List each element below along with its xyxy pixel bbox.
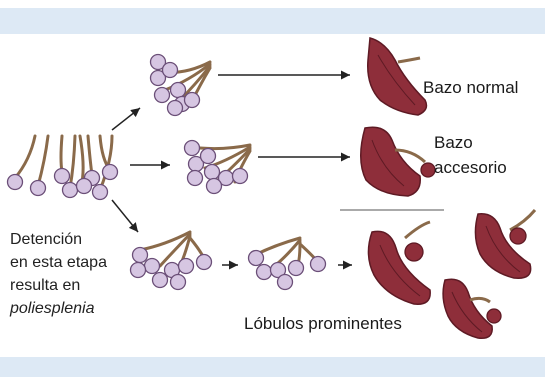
polysplenia-caption: Detención en esta etapa resulta en polie… — [10, 228, 107, 320]
label-accessory-line2: accesorio — [434, 158, 507, 178]
arrow-down — [112, 200, 138, 232]
arrow-up — [112, 108, 140, 130]
normal-spleen-icon — [368, 38, 427, 115]
bottom-bud-cluster-1-icon — [131, 232, 212, 290]
caption-line-3: resulta en — [10, 274, 107, 297]
label-prominent-lobules: Lóbulos prominentes — [244, 314, 402, 334]
label-accessory-line1: Bazo — [434, 133, 473, 153]
caption-line-2: en esta etapa — [10, 251, 107, 274]
top-bud-cluster-icon — [151, 55, 211, 116]
lobulated-spleen-3-icon — [443, 279, 501, 338]
lobulated-spleen-1-icon — [368, 222, 430, 304]
lobulated-spleen-2-icon — [475, 210, 535, 278]
label-normal-spleen: Bazo normal — [423, 78, 518, 98]
caption-line-1: Detención — [10, 228, 107, 251]
bottom-bud-cluster-2-icon — [249, 238, 326, 290]
initial-bud-cluster-buds — [8, 165, 118, 200]
accessory-spleen-icon — [361, 127, 435, 196]
caption-line-4: poliesplenia — [10, 297, 107, 320]
middle-bud-cluster-icon — [185, 141, 251, 194]
